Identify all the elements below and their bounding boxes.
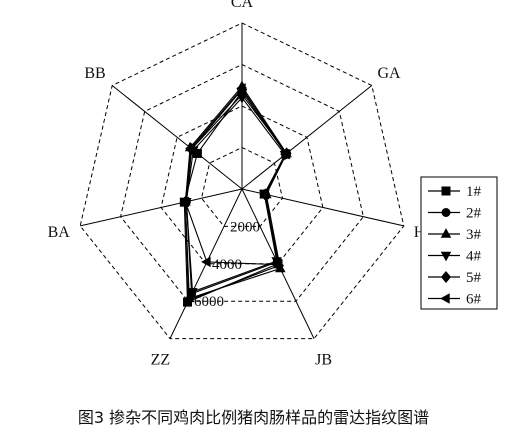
axis-spoke-bb [111,85,243,190]
axis-label-zz: ZZ [151,351,171,368]
radar-axes: CAGAHAJBZZBABB [48,0,438,368]
grid-ring-4 [79,22,405,340]
axis-label-ca: CA [231,0,254,11]
legend-marker-5 [440,271,452,283]
radial-ticks: 2000 4000 6000 [194,219,260,310]
data-point-5-zz [183,294,194,307]
series-line-6 [184,87,287,266]
legend-label-3: 3# [466,227,482,243]
tick-label-2000: 2000 [230,219,260,235]
legend-box [420,176,498,310]
axis-label-jb: JB [315,351,332,368]
legend-label-4: 4# [466,249,482,265]
axis-spoke-ba [80,188,243,227]
grid-ring-3 [120,63,364,302]
data-point-6-ha [259,189,269,200]
legend-marker-4 [440,251,452,262]
legend-label-6: 6# [466,292,482,308]
axis-spoke-ga [241,85,373,190]
legend-label-2: 2# [466,206,482,222]
grid-ring-1 [200,146,284,227]
data-point-6-bb [185,142,195,154]
series-1 [179,86,291,307]
figure-caption: 图3 掺杂不同鸡肉比例猪肉肠样品的雷达指纹图谱 [77,408,430,427]
axis-label-ba: BA [48,224,71,241]
axis-label-bb: BB [84,65,105,82]
legend-marker-6 [440,293,450,304]
data-point-6-ga [279,148,290,160]
legend-marker-2 [441,208,451,217]
legend-marker-3 [440,228,452,238]
tick-label-4000: 4000 [212,257,242,273]
radar-series [179,80,292,307]
legend-label-5: 5# [466,270,482,286]
tick-label-6000: 6000 [194,294,224,310]
data-point-6-ba [179,196,190,208]
legend: 1# 2# 3# 4# 5# 6# [420,176,498,310]
legend-label-1: 1# [466,184,482,200]
legend-marker-1 [441,186,451,196]
data-point-6-ca [236,83,246,94]
data-point-4-zz [187,288,198,298]
series-6 [179,83,290,270]
data-point-6-zz [201,256,211,268]
axis-label-ga: GA [377,65,401,82]
data-point-6-jb [272,259,283,270]
